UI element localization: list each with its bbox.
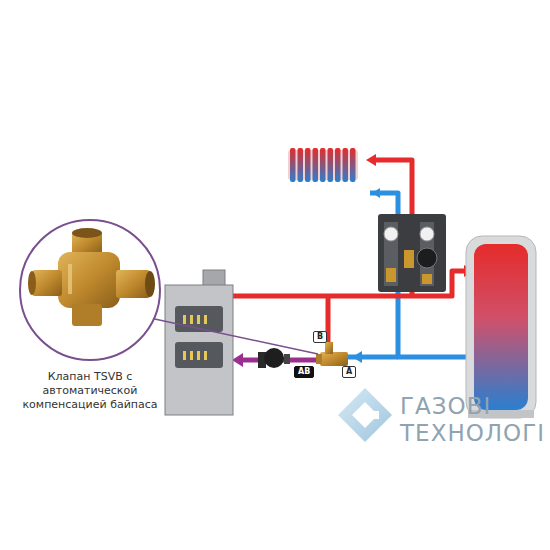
port-tag-dark: AB: [294, 366, 314, 378]
radiator-column: [328, 148, 334, 182]
three-way-valve: [316, 342, 348, 366]
radiator-column: [343, 148, 349, 182]
circulation-pump: [258, 348, 290, 368]
callout-caption: Клапан TSVB с автоматической компенсацие…: [14, 370, 166, 412]
watermark-text: ТЕХНОЛОГІ: [400, 420, 545, 446]
radiator-column: [298, 148, 304, 182]
radiator-column: [320, 148, 326, 182]
port-letter: A: [346, 367, 352, 377]
watermark-text: ГАЗОВІ: [400, 393, 491, 419]
buffer-tank: [466, 236, 536, 418]
radiator-column: [290, 148, 296, 182]
valve-closeup: [14, 216, 166, 364]
port-letter: B: [317, 332, 323, 342]
port-tag: B: [313, 331, 327, 343]
pump-group: [378, 214, 446, 292]
radiator-column: [305, 148, 311, 182]
boiler: [165, 270, 233, 415]
watermark-logo: [338, 388, 392, 442]
radiator-column: [313, 148, 319, 182]
port-tag: A: [342, 366, 356, 378]
radiator-column: [335, 148, 341, 182]
port-letter: AB: [298, 367, 310, 377]
leader-line: [150, 318, 318, 354]
callout-circle: Клапан TSVB с автоматической компенсацие…: [14, 216, 166, 412]
radiator-column: [350, 148, 356, 182]
